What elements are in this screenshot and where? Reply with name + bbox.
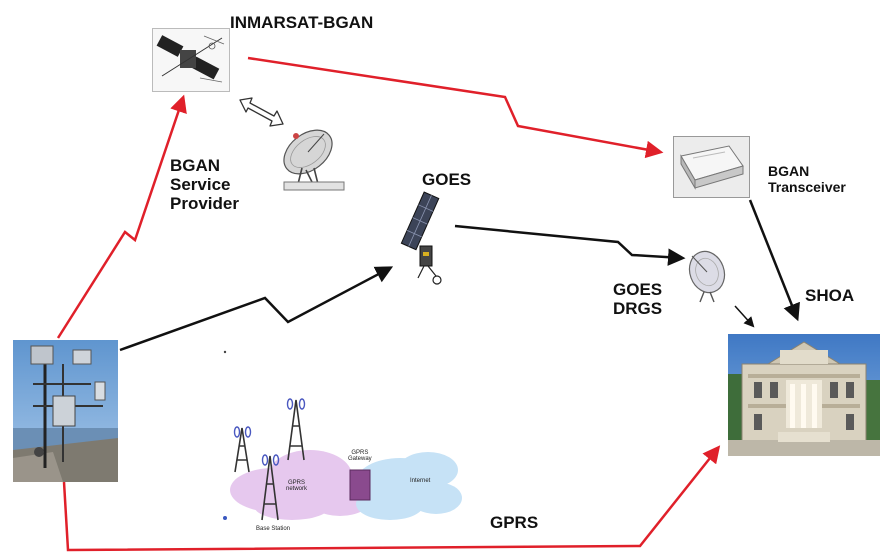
link-drgs-to-shoa [734, 305, 755, 328]
tide-station-photo [13, 340, 118, 482]
link-station-to-inmarsat [56, 94, 187, 339]
transceiver-icon [673, 136, 750, 198]
building-photo [728, 334, 880, 456]
link-transceiver-to-shoa [748, 199, 800, 322]
link-station-to-goes [119, 266, 394, 352]
drgs-dish-icon [680, 248, 734, 304]
label-gprs-gateway: GPRS Gateway [348, 450, 372, 463]
label-goes: GOES [422, 170, 472, 189]
link-station-to-shoa [62, 445, 721, 552]
label-inmarsat-bgan: INMARSAT-BGAN [230, 13, 374, 32]
label-shoa: SHOA [805, 286, 855, 305]
label-gprs-network: GPRS network [286, 480, 308, 493]
gateway-box [349, 469, 371, 501]
label-bgan-service-provider: BGAN Service Provider [170, 156, 239, 214]
label-gprs: GPRS [490, 513, 539, 532]
two-way-arrow-icon [236, 94, 286, 130]
cloud-internet [356, 452, 462, 520]
dot-mark [223, 350, 227, 354]
satellite-photo-icon [152, 28, 230, 92]
radio-tower-icon [234, 399, 305, 521]
gprs-network-cluster: GPRS network GPRS Gateway Internet Base … [222, 380, 468, 536]
label-internet: Internet [410, 478, 431, 484]
goes-satellite-icon [380, 190, 452, 294]
label-base-station: Base Station [256, 526, 291, 532]
link-goes-to-drgs [454, 224, 686, 266]
label-goes-drgs: GOES DRGS [613, 280, 663, 319]
dish-antenna-icon [276, 124, 348, 194]
label-bgan-transceiver: BGAN Transceiver [768, 163, 846, 195]
antenna-ring-icons [233, 398, 306, 466]
link-inmarsat-to-transceiver [247, 56, 664, 159]
